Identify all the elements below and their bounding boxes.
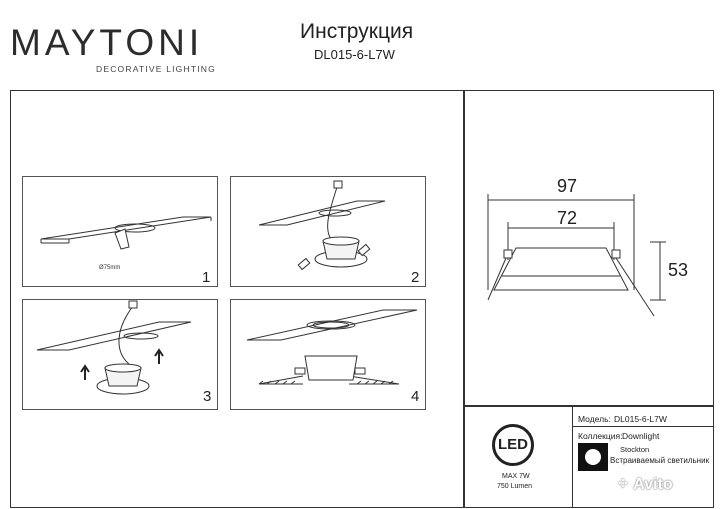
collection-value: Downlight [622,431,660,441]
step-4-drawing [246,309,418,385]
avito-dots-icon: ⁘ [616,476,634,493]
step-3-panel: 3 [22,299,218,410]
brand-logo: MAYTONI [10,22,204,63]
avito-watermark: ⁘ Avito [616,476,673,493]
dimensions-frame [464,90,714,406]
led-lumen: 750 Lumen [497,483,533,490]
height-label: 53 [668,260,689,280]
dimension-drawing [487,194,666,317]
document-title: Инструкция [300,20,414,43]
step-3-drawing [36,300,192,395]
fixture-icon [585,449,601,465]
collection-label: Коллекция: [578,431,623,441]
collection-thumbnail [578,443,608,471]
led-badge: LED [492,424,534,466]
model-value: DL015-6-L7W [614,414,667,424]
step-4-panel: 4 [230,299,426,410]
brand-tagline: DECORATIVE LIGHTING [96,64,216,74]
spec-divider-row1 [572,426,714,427]
led-badge-label: LED [498,436,528,453]
document-model: DL015-6-L7W [314,47,395,62]
step-4-number: 4 [411,388,420,405]
step-2-drawing [258,180,386,271]
step-2-number: 2 [411,269,420,286]
step-1-drawing [40,216,212,250]
model-label: Модель: [578,414,611,424]
step-1-panel: Ø75mm 1 [22,176,218,287]
step-3-number: 3 [203,388,212,405]
cutout-diameter: Ø75mm [99,265,121,271]
instructions-frame [10,90,464,508]
step-2-panel: 2 [230,176,426,287]
outer-diameter-label: 97 [557,176,578,196]
led-power: MAX 7W [502,473,530,480]
step-1-number: 1 [202,269,211,286]
spec-divider-vertical [572,406,573,508]
fixture-type: Встраиваемый светильник [610,456,710,465]
specs-frame [464,406,714,508]
series-name: Stockton [620,445,650,454]
inner-diameter-label: 72 [557,208,578,228]
